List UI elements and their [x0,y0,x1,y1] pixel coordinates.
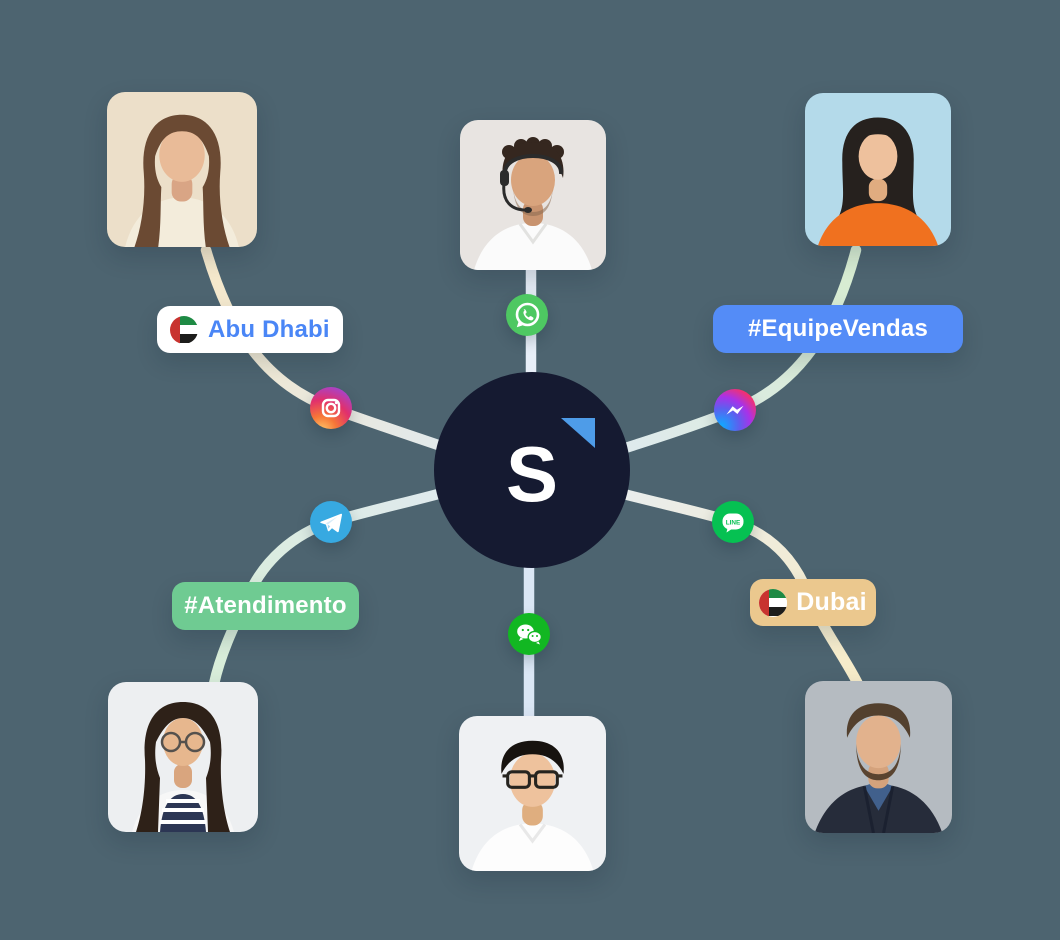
connector-lower-right [570,474,864,690]
photo-top-center [460,120,606,270]
badge-equipe-vendas-label: #EquipeVendas [748,315,928,342]
telegram-icon [310,501,352,543]
line-icon: LINE [712,501,754,543]
instagram-icon [310,387,352,429]
badge-dubai: Dubai [750,579,876,626]
photo-top-left [107,92,257,247]
wechat-icon [508,613,550,655]
photo-bottom-center [459,716,606,871]
badge-atendimento-label: #Atendimento [184,592,347,619]
line-icon-label: LINE [726,519,741,526]
badge-dubai-label: Dubai [796,588,867,616]
uae-flag-icon [170,315,198,344]
badge-equipe-vendas: #EquipeVendas [713,305,963,353]
badge-abu-dhabi: Abu Dhabi [157,306,343,353]
whatsapp-icon [506,294,548,336]
messenger-icon [714,389,756,431]
connector-lower-left [208,474,490,690]
photo-top-right [805,93,951,246]
badge-atendimento: #Atendimento [172,582,359,630]
hub-logo-letter: S [505,429,559,518]
hub-logo: S [434,372,630,568]
badge-abu-dhabi-label: Abu Dhabi [208,315,330,343]
photo-bottom-left [108,682,258,832]
uae-flag-icon [759,588,788,617]
photo-bottom-right [805,681,952,833]
